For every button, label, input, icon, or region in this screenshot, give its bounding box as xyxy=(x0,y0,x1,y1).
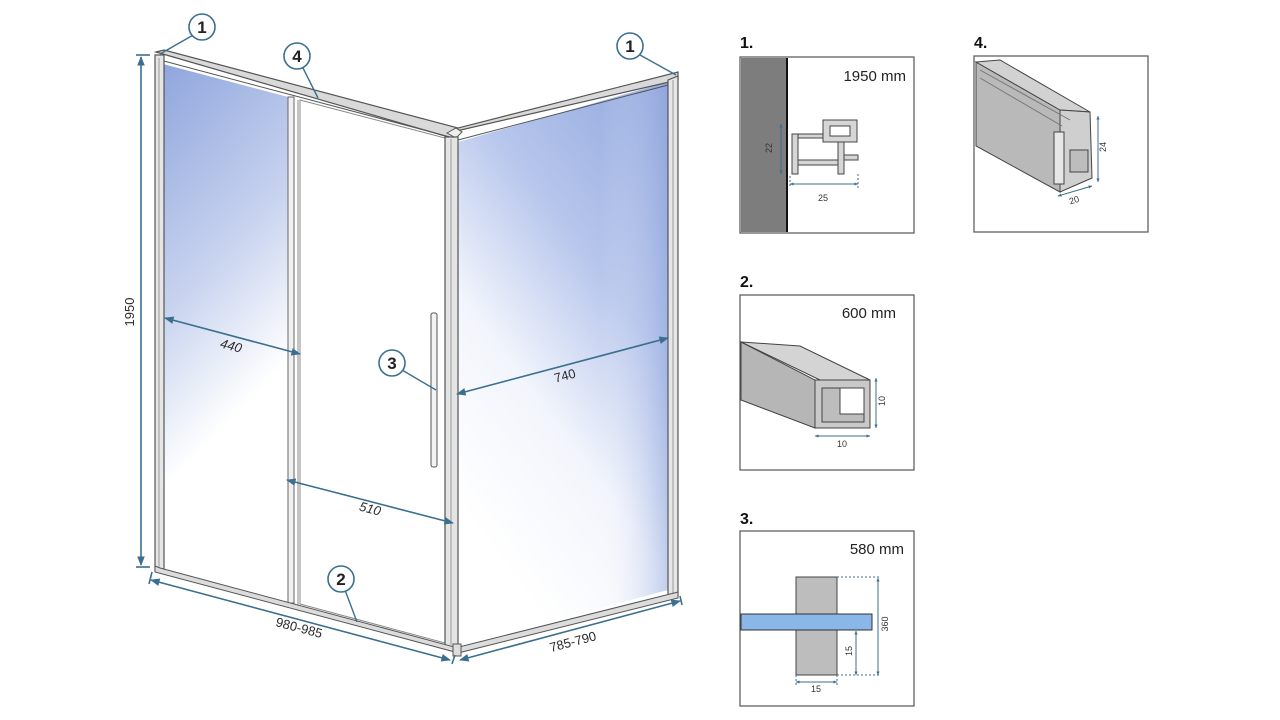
detail-3: 3. 580 mm 360 15 15 xyxy=(739,511,915,707)
svg-text:1.: 1. xyxy=(740,35,753,52)
svg-text:360: 360 xyxy=(880,616,890,631)
callout-2: 2 xyxy=(327,565,358,623)
wall-section xyxy=(741,58,786,232)
svg-text:22: 22 xyxy=(764,143,774,153)
corner-post xyxy=(444,136,459,648)
wall-profile-left xyxy=(154,54,165,571)
door-handle xyxy=(430,312,438,468)
svg-text:10: 10 xyxy=(837,439,847,449)
svg-text:10: 10 xyxy=(877,396,887,406)
svg-text:15: 15 xyxy=(844,646,854,656)
front-width-dimension: 980-985 xyxy=(274,614,324,641)
svg-text:4.: 4. xyxy=(974,35,987,52)
svg-text:2.: 2. xyxy=(740,274,753,291)
top-rail-profile xyxy=(974,59,1093,193)
callout-3: 3 xyxy=(378,349,437,391)
side-panel-width-dimension: 740 xyxy=(552,366,577,386)
svg-text:600 mm: 600 mm xyxy=(842,305,896,322)
sliding-door-glass xyxy=(299,99,446,644)
wall-profile-section xyxy=(791,119,859,175)
svg-text:1: 1 xyxy=(625,37,634,56)
main-view: 1950 440 510 740 980-985 785-790 1 4 1 3 xyxy=(122,13,683,665)
left-glass-width-dimension: 440 xyxy=(219,336,245,356)
svg-text:2: 2 xyxy=(336,570,345,589)
detail-1: 1. 1950 mm 22 25 xyxy=(739,35,915,234)
front-fixed-glass xyxy=(163,64,292,600)
callout-1-right: 1 xyxy=(616,32,677,76)
svg-text:25: 25 xyxy=(818,193,828,203)
svg-text:4: 4 xyxy=(292,47,302,66)
bottom-rail-profile xyxy=(740,341,871,429)
callout-1-left: 1 xyxy=(159,13,216,55)
side-width-dimension: 785-790 xyxy=(548,628,598,655)
detail-2: 2. 600 mm 10 10 xyxy=(739,274,915,471)
svg-text:24: 24 xyxy=(1098,142,1108,152)
svg-text:580 mm: 580 mm xyxy=(850,541,904,558)
svg-text:1950 mm: 1950 mm xyxy=(843,68,906,85)
svg-text:3: 3 xyxy=(387,354,396,373)
svg-text:20: 20 xyxy=(1068,194,1081,206)
svg-text:15: 15 xyxy=(811,684,821,694)
svg-text:3.: 3. xyxy=(740,511,753,528)
handle-section xyxy=(740,576,873,676)
callout-4: 4 xyxy=(283,42,319,99)
fixed-panel-edge xyxy=(287,96,295,604)
svg-text:1: 1 xyxy=(197,18,206,37)
door-opening-dimension: 510 xyxy=(358,499,384,519)
detail-4: 4. 24 20 xyxy=(973,35,1149,233)
height-dimension: 1950 xyxy=(122,298,137,327)
dimension-lines xyxy=(136,54,683,665)
